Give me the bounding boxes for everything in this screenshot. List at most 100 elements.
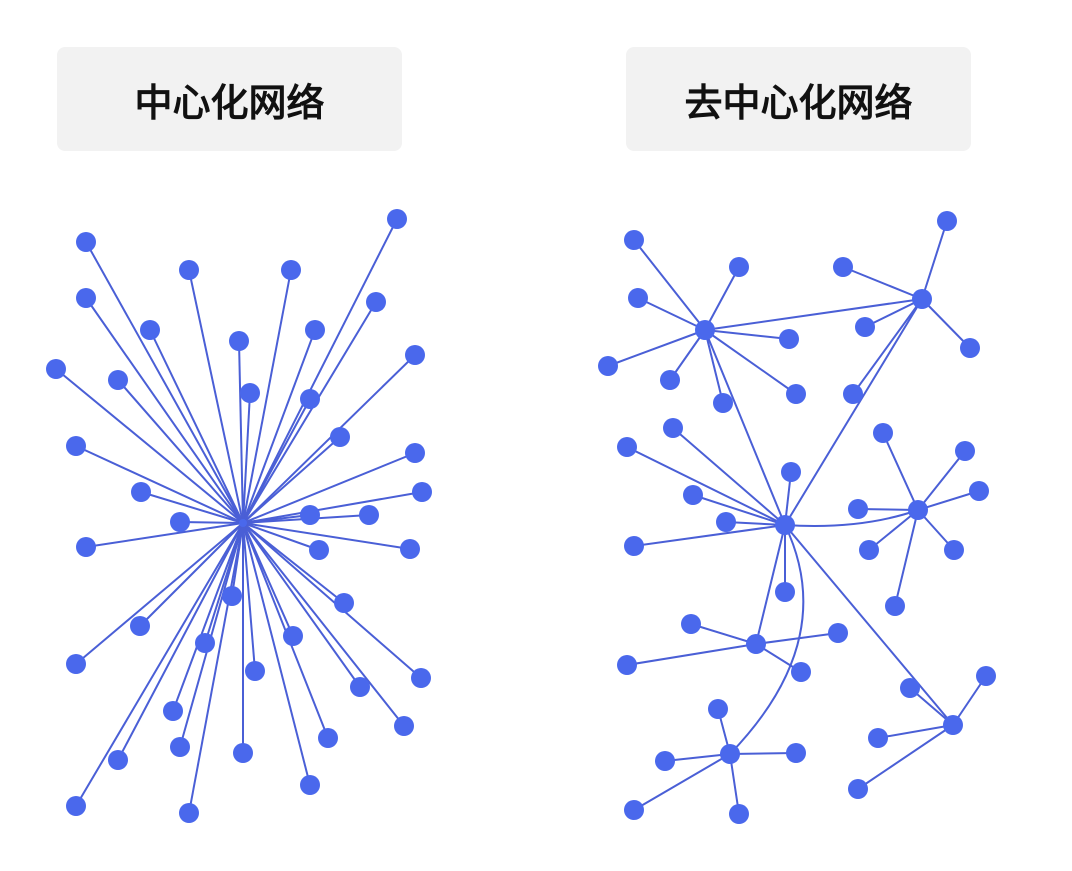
leaf-node — [233, 743, 253, 763]
hub-node — [912, 289, 932, 309]
edge — [692, 494, 786, 526]
leaf-node — [300, 389, 320, 409]
leaf-node — [66, 436, 86, 456]
edge — [626, 643, 757, 666]
leaf-node — [283, 626, 303, 646]
edge — [242, 522, 405, 727]
edge — [242, 452, 416, 524]
leaf-node — [873, 423, 893, 443]
edge — [921, 298, 971, 349]
edge — [117, 522, 244, 761]
edge — [242, 522, 411, 550]
edge — [85, 522, 244, 548]
leaf-node — [359, 505, 379, 525]
edge — [242, 218, 398, 524]
centralized-network-title-text: 中心化网络 — [134, 80, 325, 125]
edge — [149, 329, 244, 524]
leaf-node — [330, 427, 350, 447]
decentralized-network — [598, 211, 996, 824]
edge — [242, 329, 316, 524]
leaf-node — [66, 654, 86, 674]
leaf-node — [131, 482, 151, 502]
edge — [633, 239, 706, 331]
leaf-node — [660, 370, 680, 390]
leaf-node — [885, 596, 905, 616]
hub-node — [720, 744, 740, 764]
hub-node — [943, 715, 963, 735]
edge — [242, 491, 423, 524]
edge — [868, 509, 919, 551]
hub-node — [695, 320, 715, 340]
edge — [607, 329, 706, 367]
leaf-node — [394, 716, 414, 736]
leaf-node — [245, 661, 265, 681]
edge — [877, 724, 954, 739]
leaf-node — [350, 677, 370, 697]
decentralized-network-title: 去中心化网络 — [626, 47, 971, 151]
leaf-node — [229, 331, 249, 351]
hub-node — [908, 500, 928, 520]
edge — [242, 522, 311, 786]
leaf-node — [855, 317, 875, 337]
leaf-node — [170, 512, 190, 532]
leaf-node — [624, 536, 644, 556]
edge — [172, 522, 244, 712]
edge — [188, 269, 244, 524]
leaf-node — [412, 482, 432, 502]
leaf-node — [617, 655, 637, 675]
leaf-node — [708, 699, 728, 719]
edge — [852, 298, 923, 395]
leaf-node — [405, 345, 425, 365]
leaf-node — [387, 209, 407, 229]
leaf-node — [179, 260, 199, 280]
edge — [633, 524, 786, 547]
edge — [917, 450, 966, 511]
leaf-node — [681, 614, 701, 634]
leaf-node — [786, 743, 806, 763]
leaf-node — [729, 257, 749, 277]
leaf-node — [400, 539, 420, 559]
leaf-node — [405, 443, 425, 463]
hub-edge — [784, 298, 923, 526]
leaf-node — [170, 737, 190, 757]
leaf-node — [775, 582, 795, 602]
leaf-node — [334, 593, 354, 613]
leaf-node — [976, 666, 996, 686]
edge — [242, 301, 377, 524]
edge — [729, 524, 805, 755]
leaf-node — [195, 633, 215, 653]
leaf-node — [411, 668, 431, 688]
leaf-node — [76, 232, 96, 252]
edge — [242, 269, 292, 524]
edge — [242, 398, 311, 524]
leaf-node — [617, 437, 637, 457]
edge — [75, 522, 244, 807]
hub-edge — [784, 524, 954, 726]
leaf-node — [779, 329, 799, 349]
leaf-node — [140, 320, 160, 340]
edge — [704, 329, 724, 404]
edge — [238, 340, 244, 524]
edge — [242, 522, 422, 679]
hub-node — [746, 634, 766, 654]
edge — [85, 241, 244, 524]
leaf-node — [955, 441, 975, 461]
leaf-node — [833, 257, 853, 277]
edge — [242, 392, 251, 524]
leaf-node — [366, 292, 386, 312]
edge — [857, 724, 954, 790]
leaf-node — [828, 623, 848, 643]
centralized-network — [46, 209, 432, 823]
edge — [704, 329, 797, 395]
edge — [664, 753, 731, 762]
edge — [894, 509, 919, 607]
edge — [729, 752, 797, 755]
hub-edge — [704, 329, 786, 526]
edge — [242, 522, 361, 688]
edge — [626, 446, 786, 526]
edge — [55, 368, 244, 524]
leaf-node — [624, 800, 644, 820]
edge — [188, 522, 244, 814]
edge — [842, 266, 923, 300]
edge — [857, 508, 919, 511]
